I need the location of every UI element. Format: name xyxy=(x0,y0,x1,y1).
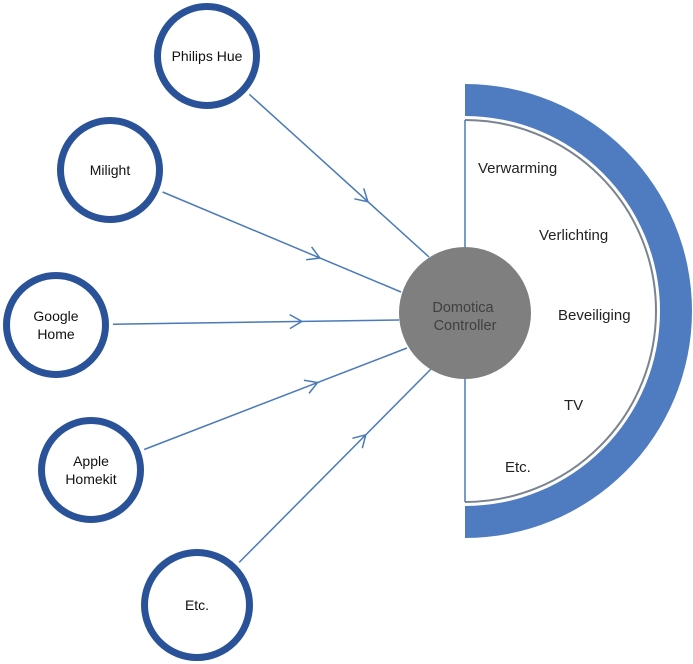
source-label-philips-hue: Philips Hue xyxy=(172,48,243,64)
connector-line-philips-hue xyxy=(248,93,430,258)
arrowhead-philips-hue xyxy=(354,188,370,203)
connectors xyxy=(112,93,432,563)
source-label-philips-hue-line-1: Philips Hue xyxy=(172,48,243,64)
source-ring-milight xyxy=(57,117,163,223)
source-label-milight: Milight xyxy=(90,162,131,178)
source-ring-philips-hue xyxy=(154,3,260,109)
source-label-google-home-line-1: Google xyxy=(33,308,78,324)
arrowhead-google-home xyxy=(289,313,304,330)
source-node-etc: Etc. xyxy=(141,549,253,661)
controller-label-line-2: Controller xyxy=(434,318,497,334)
arrowhead-etc xyxy=(352,433,367,449)
controller-label-line-1: Domotica xyxy=(432,300,494,316)
connector-line-google-home xyxy=(112,319,400,325)
source-node-philips-hue: Philips Hue xyxy=(154,3,260,109)
services-inner-edge xyxy=(464,119,657,503)
connector-line-milight xyxy=(162,191,402,293)
source-label-apple-homekit-line-1: Apple xyxy=(73,453,109,469)
connector-line-etc xyxy=(238,368,432,563)
source-label-etc-line-1: Etc. xyxy=(185,597,209,613)
service-labels: Verwarming Verlichting Beveiliging TV Et… xyxy=(478,160,631,476)
service-label-etc: Etc. xyxy=(505,459,531,476)
service-label-tv: TV xyxy=(564,397,583,414)
controller-label: Domotica Controller xyxy=(432,300,497,334)
arrowhead-milight xyxy=(306,246,322,261)
arrowhead-apple-homekit xyxy=(303,379,319,394)
controller-node: Domotica Controller xyxy=(399,247,531,379)
connector-line-apple-homekit xyxy=(143,347,408,451)
service-label-beveiliging: Beveiliging xyxy=(558,307,631,324)
services-panel xyxy=(464,84,692,538)
controller-circle xyxy=(399,247,531,379)
service-label-verwarming: Verwarming xyxy=(478,160,557,177)
source-label-google-home-line-2: Home xyxy=(37,326,75,342)
source-label-apple-homekit-line-2: Homekit xyxy=(65,471,116,487)
source-ring-google-home xyxy=(3,272,109,378)
services-band xyxy=(465,84,692,538)
source-node-milight: Milight xyxy=(57,117,163,223)
source-label-etc: Etc. xyxy=(185,597,209,613)
source-ring-etc xyxy=(141,549,253,661)
source-ring-apple-homekit xyxy=(38,417,144,523)
service-label-verlichting: Verlichting xyxy=(539,227,608,244)
source-label-milight-line-1: Milight xyxy=(90,162,131,178)
